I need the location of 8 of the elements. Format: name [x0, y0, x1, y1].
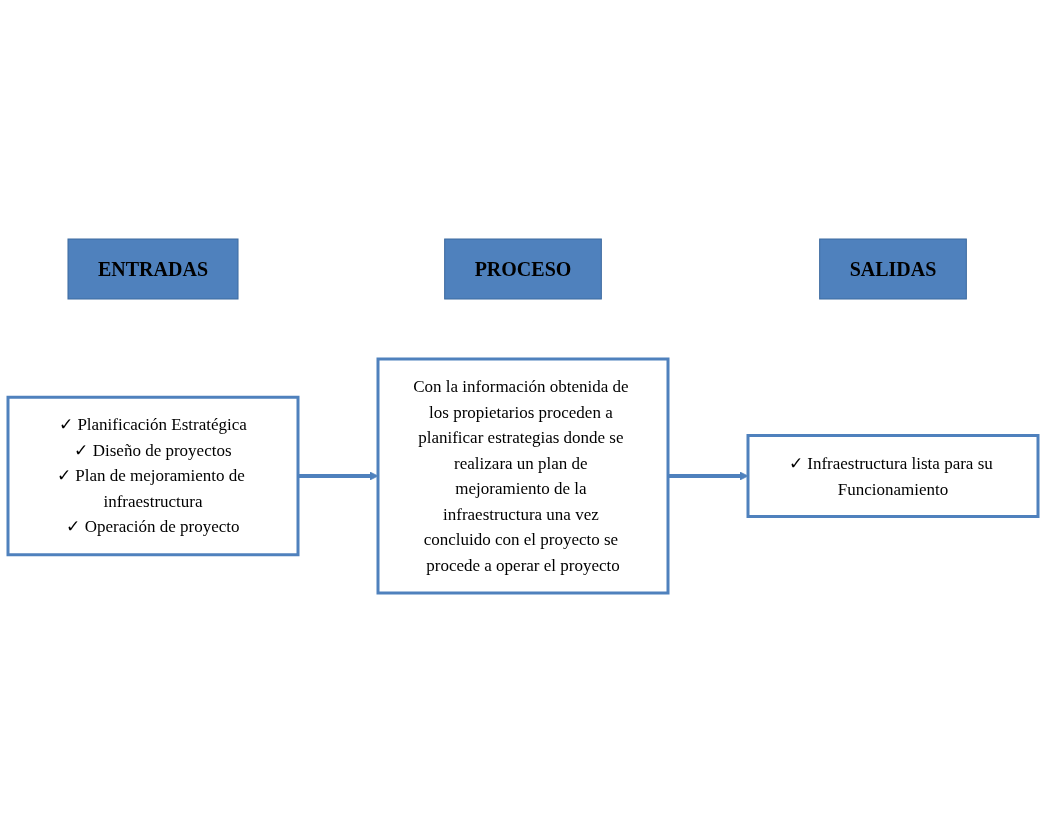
node-box: SALIDAS	[819, 238, 967, 300]
node-box: ✓ Planificación Estratégica ✓ Diseño de proyectos ✓ Plan de mejoramiento de infraestructura ✓ Operación de proyecto	[6, 395, 300, 557]
node-box: ENTRADAS	[67, 238, 239, 300]
node-box: PROCESO	[444, 238, 602, 300]
node-box: Con la información obtenida de los propietarios proceden a planificar estrategias donde se realizara un plan de mejoramiento de la infraestructura una vez concluido con el proyecto se procede a operar el proyecto	[376, 357, 670, 595]
arrow	[668, 471, 749, 481]
node-box: ✓ Infraestructura lista para su Funcionamiento	[746, 434, 1040, 518]
arrow	[298, 471, 379, 481]
